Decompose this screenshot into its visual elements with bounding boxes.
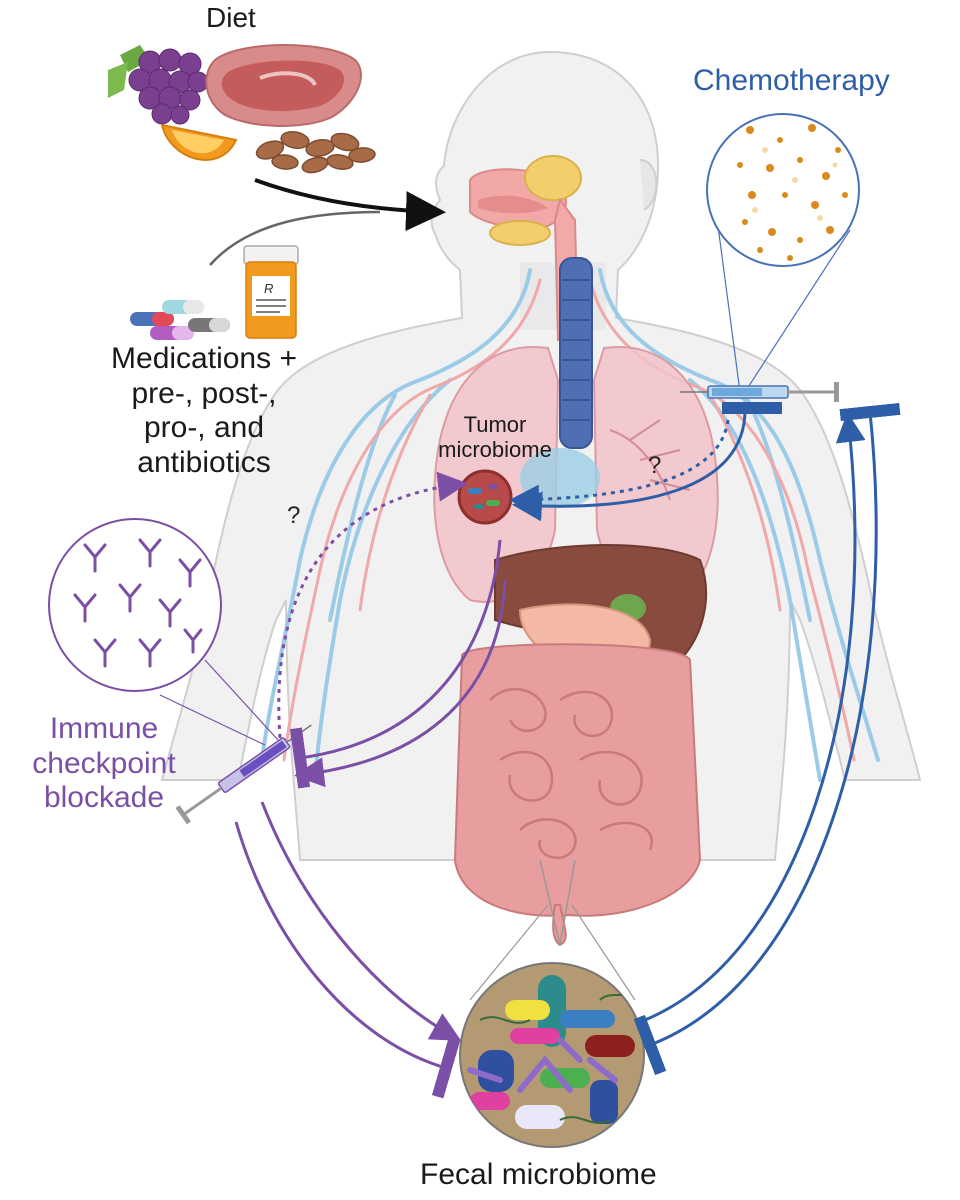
capsule-icon [130,300,230,340]
medications-label: Medications + pre-, post-, pro-, and ant… [98,342,310,480]
medications-line-4: antibiotics [137,445,271,479]
rx-symbol: R [264,281,274,296]
diet-label: Diet [206,2,256,33]
fecal-microbiome-label: Fecal microbiome [420,1158,657,1191]
chemo-zoom-circle [706,113,860,267]
medications-line-3: pro-, and [143,411,265,444]
chemo-to-fecal-inhibit [633,402,901,1076]
immune-checkpoint-blockade-label: Immune checkpoint blockade [22,712,186,816]
tumor-microbiome-line-1: Tumor [463,412,527,437]
ici-line-2: checkpoint [32,746,176,780]
almonds-icon [255,131,376,174]
medications-line-2: pre-, post-, [131,376,277,410]
trachea [559,257,593,449]
bacteria-icon [467,975,635,1129]
ici-to-fecal-arrow [260,801,462,1041]
fecal-to-ici-inhibit [234,821,461,1099]
intestines [453,643,702,947]
question-mark-left: ? [287,502,301,529]
gut-to-ici-arrow [294,579,507,788]
chemo-syringe-icon [680,382,839,402]
chemo-arrows [509,402,901,1076]
tumor-microbiome-line-2: microbiome [438,437,552,463]
tumor-microbiome-label: Tumor microbiome [430,412,560,463]
ici-line-3: blockade [43,781,165,814]
orange-icon [160,123,238,161]
ici-line-1: Immune [49,712,159,745]
chemotherapy-label: Chemotherapy [693,64,890,97]
chemo-zoom-lines [717,225,851,393]
ici-arrows [234,471,507,1099]
ici-zoom-lines [159,659,279,746]
tumor-to-ici-inhibit [289,539,502,789]
antibody-zoom-circle [48,518,222,692]
medications-line-1: Medications + [111,342,297,375]
fecal-microbiome-circle [459,962,645,1148]
question-mark-right: ? [648,452,662,479]
steak-icon [205,44,362,127]
grapes-icon [108,45,209,125]
tumor-icon [457,469,513,525]
diet-arrow [254,178,446,232]
fecal-zoom-lines [469,904,636,1001]
chemo-to-tumor-dotted-arrow [509,419,730,515]
antibody-icon [73,538,203,668]
ici-syringe-icon [175,724,312,825]
pill-bottle-icon [243,245,299,339]
medication-arrow [209,210,381,266]
ici-to-tumor-dotted-arrow [277,471,468,739]
